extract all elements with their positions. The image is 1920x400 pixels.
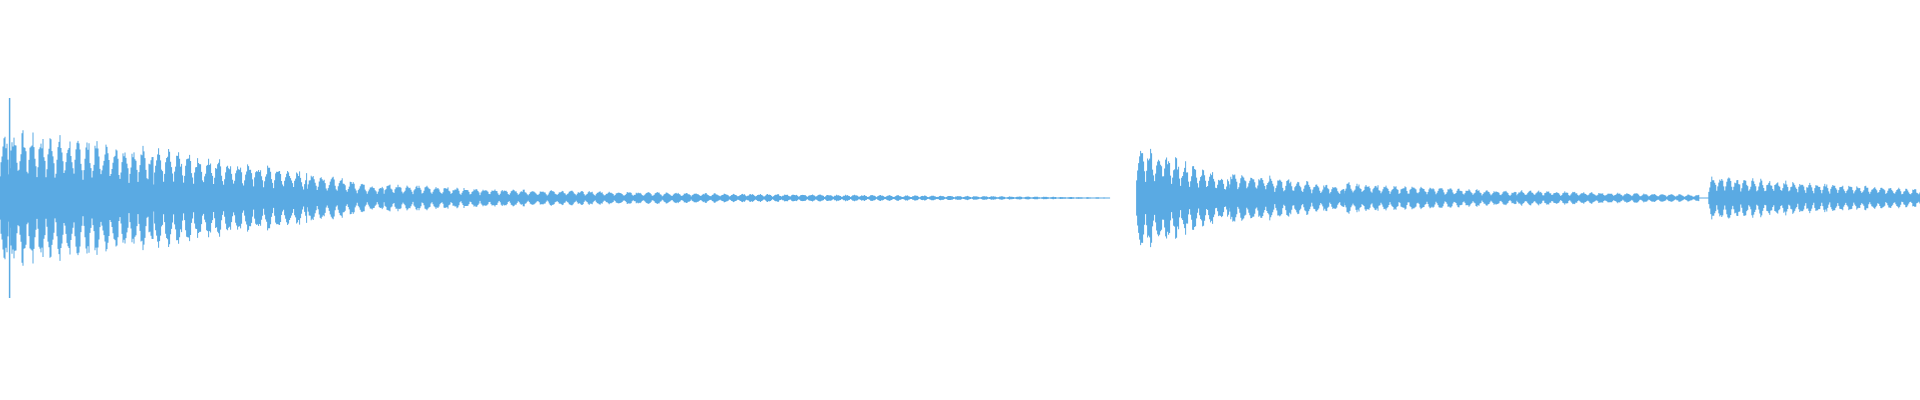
waveform-path-group [0, 98, 1920, 298]
waveform-region-b [1136, 148, 1920, 248]
waveform-region-a [0, 130, 1111, 266]
